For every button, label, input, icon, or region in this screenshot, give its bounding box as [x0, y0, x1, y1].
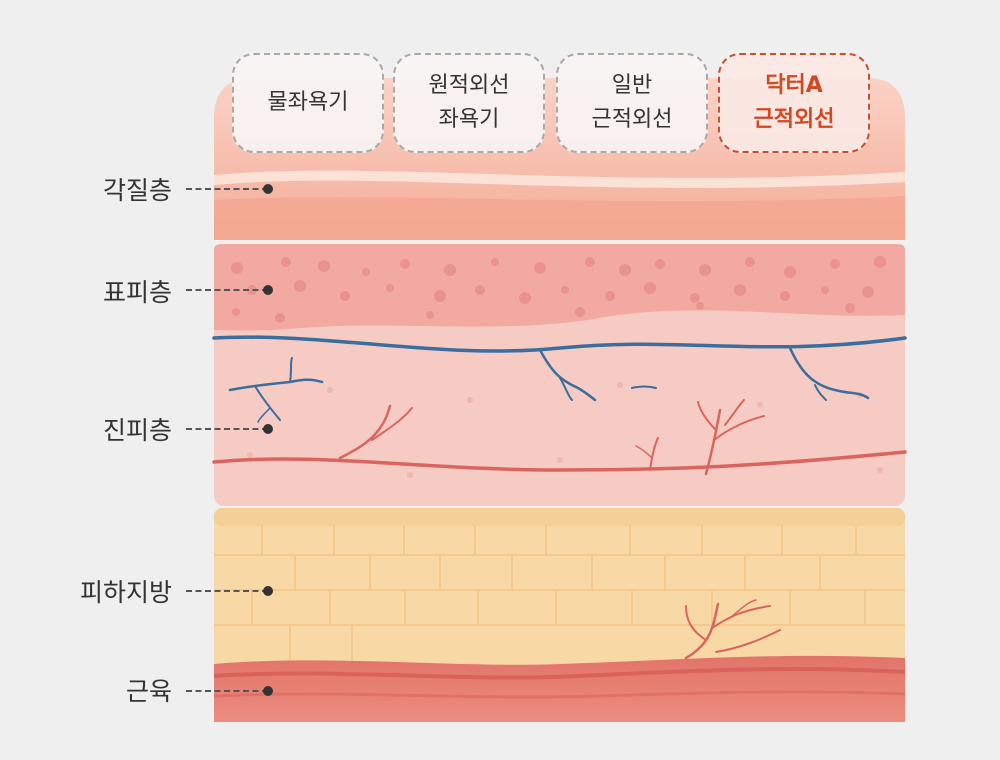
- leader-line: [186, 289, 268, 291]
- fat-cell-grid: [214, 526, 905, 660]
- leader-dot: [263, 586, 273, 596]
- method-doctor-a-near-infrared: 닥터A 근적외선: [718, 53, 870, 153]
- dermis-texture: [247, 382, 883, 478]
- label-subcutaneous-fat: 피하지방: [79, 578, 172, 607]
- label-dermis: 진피층: [102, 416, 172, 445]
- epidermis-dermis-block: [214, 244, 905, 506]
- leader-line: [186, 690, 268, 692]
- fat-muscle-block: [213, 508, 906, 722]
- label-epidermis: 표피층: [102, 278, 172, 307]
- leader-dot: [263, 424, 273, 434]
- leader-dot: [263, 285, 273, 295]
- leader-dot: [263, 184, 273, 194]
- leader-line: [186, 590, 268, 592]
- leader-dot: [263, 686, 273, 696]
- leader-line: [186, 428, 268, 430]
- method-far-infrared-sitz-bath: 원적외선 좌욕기: [393, 53, 545, 153]
- vein-vessels: [212, 335, 907, 423]
- label-stratum-corneum: 각질층: [102, 176, 172, 205]
- label-muscle: 근육: [125, 677, 172, 706]
- method-water-sitz-bath: 물좌욕기: [232, 53, 384, 153]
- method-general-near-infrared: 일반 근적외선: [556, 53, 708, 153]
- leader-line: [186, 188, 268, 190]
- artery-vessels: [212, 399, 907, 476]
- epidermis-cells: [231, 256, 886, 323]
